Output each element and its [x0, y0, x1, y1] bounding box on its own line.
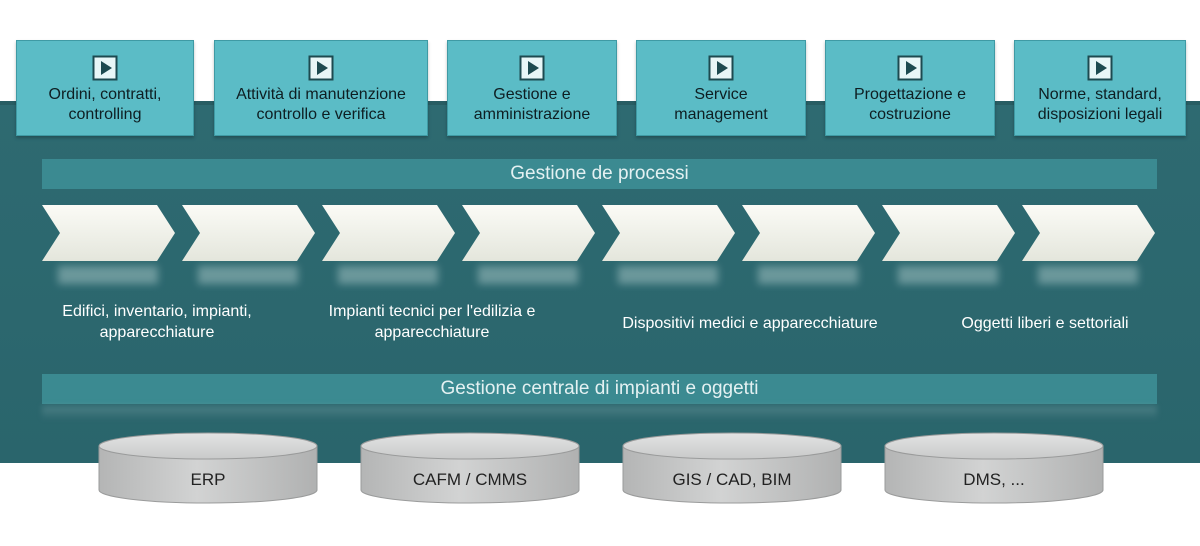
central-bar: Gestione centrale di impianti e oggetti [42, 374, 1157, 404]
chevron [462, 205, 595, 261]
chevron [182, 205, 315, 261]
category-dispositivi-medici: Dispositivi medici e apparecchiature [622, 315, 878, 332]
category-edifici: Edifici, inventario, impianti,apparecchi… [62, 303, 252, 341]
chevron-reflections [58, 266, 1138, 284]
play-icon [519, 55, 545, 81]
module-label: Ordini, contratti,controlling [48, 86, 162, 123]
process-bar: Gestione de processi [42, 159, 1157, 189]
database-label-cafm: CAFM / CMMS [412, 470, 528, 489]
chevron [602, 205, 735, 261]
module-label: Norme, standard,disposizioni legali [1037, 86, 1163, 123]
database-label-erp: ERP [190, 470, 226, 489]
database-gis [622, 432, 842, 504]
play-icon [1087, 55, 1113, 81]
chevron [322, 205, 455, 261]
chevron [42, 205, 175, 261]
database-erp [98, 432, 318, 504]
module-norme[interactable]: Norme, standard,disposizioni legali [1014, 40, 1186, 136]
play-icon [92, 55, 118, 81]
database-label-gis: GIS / CAD, BIM [672, 470, 792, 489]
module-ordini[interactable]: Ordini, contratti,controlling [16, 40, 194, 136]
category-oggetti-liberi: Oggetti liberi e settoriali [961, 315, 1129, 332]
play-icon [308, 55, 334, 81]
play-icon [708, 55, 734, 81]
play-icon [897, 55, 923, 81]
chevron [742, 205, 875, 261]
process-chevrons [42, 205, 1155, 284]
database-cylinders [98, 432, 1104, 504]
database-cafm [360, 432, 580, 504]
chevron [882, 205, 1015, 261]
database-dms [884, 432, 1104, 504]
chevron [1022, 205, 1155, 261]
central-bar-reflection [42, 406, 1157, 420]
database-label-dms: DMS, ... [963, 470, 1025, 489]
